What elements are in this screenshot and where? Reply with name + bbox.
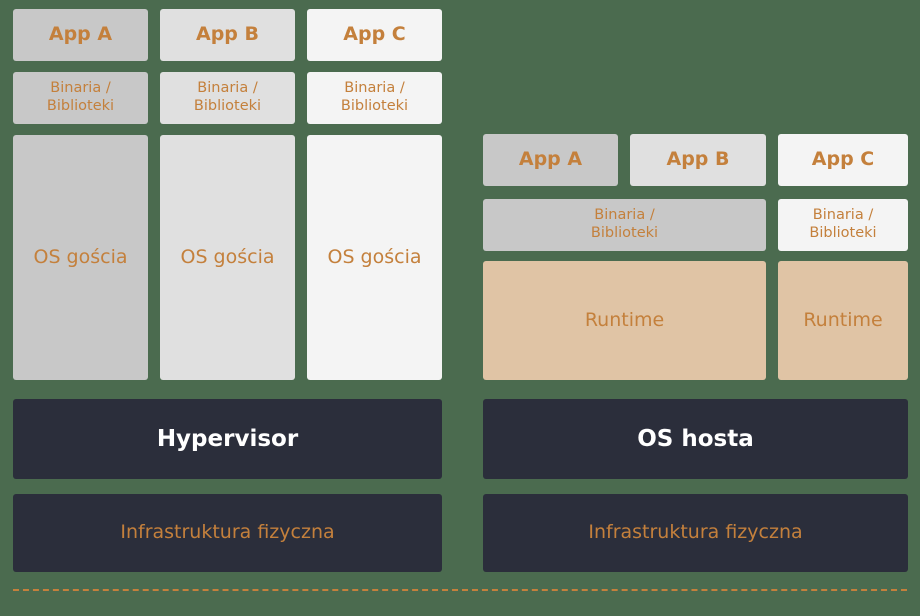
- left-guest-os-b-box: OS gościa: [160, 135, 295, 380]
- right-infrastructure-label: Infrastruktura fizyczna: [588, 521, 803, 544]
- left-libs-b-label: Binaria / Biblioteki: [193, 80, 262, 114]
- right-host-os-label: OS hosta: [637, 425, 754, 452]
- left-hypervisor-box: Hypervisor: [13, 399, 442, 479]
- right-runtime-c-label: Runtime: [803, 308, 883, 331]
- left-libs-b-box: Binaria / Biblioteki: [160, 72, 295, 124]
- left-guest-os-a-box: OS gościa: [13, 135, 148, 380]
- left-libs-a-box: Binaria / Biblioteki: [13, 72, 148, 124]
- left-app-b-label: App B: [195, 23, 259, 46]
- right-libs-ab-box: Binaria / Biblioteki: [483, 199, 766, 251]
- left-libs-c-label: Binaria / Biblioteki: [340, 80, 409, 114]
- right-runtime-c-box: Runtime: [778, 261, 908, 380]
- left-infrastructure-label: Infrastruktura fizyczna: [120, 521, 335, 544]
- right-app-a-box: App A: [483, 134, 618, 186]
- left-hypervisor-label: Hypervisor: [156, 425, 299, 452]
- right-runtime-ab-label: Runtime: [584, 308, 665, 331]
- right-app-b-label: App B: [666, 148, 730, 171]
- right-libs-c-box: Binaria / Biblioteki: [778, 199, 908, 251]
- left-libs-a-label: Binaria / Biblioteki: [46, 80, 115, 114]
- left-app-a-label: App A: [48, 23, 113, 46]
- right-app-c-label: App C: [811, 148, 875, 171]
- right-runtime-ab-box: Runtime: [483, 261, 766, 380]
- right-infrastructure-box: Infrastruktura fizyczna: [483, 494, 908, 572]
- right-app-b-box: App B: [630, 134, 766, 186]
- right-host-os-box: OS hosta: [483, 399, 908, 479]
- right-libs-c-label: Binaria / Biblioteki: [809, 207, 877, 241]
- bottom-dashed-divider: [13, 589, 907, 591]
- right-app-c-box: App C: [778, 134, 908, 186]
- left-guest-os-b-label: OS gościa: [180, 245, 275, 268]
- left-libs-c-box: Binaria / Biblioteki: [307, 72, 442, 124]
- left-app-a-box: App A: [13, 9, 148, 61]
- left-infrastructure-box: Infrastruktura fizyczna: [13, 494, 442, 572]
- left-guest-os-a-label: OS gościa: [33, 245, 128, 268]
- right-app-a-label: App A: [518, 148, 583, 171]
- left-guest-os-c-label: OS gościa: [327, 245, 422, 268]
- left-guest-os-c-box: OS gościa: [307, 135, 442, 380]
- right-libs-ab-label: Binaria / Biblioteki: [590, 207, 659, 241]
- left-app-b-box: App B: [160, 9, 295, 61]
- left-app-c-label: App C: [343, 23, 406, 46]
- left-app-c-box: App C: [307, 9, 442, 61]
